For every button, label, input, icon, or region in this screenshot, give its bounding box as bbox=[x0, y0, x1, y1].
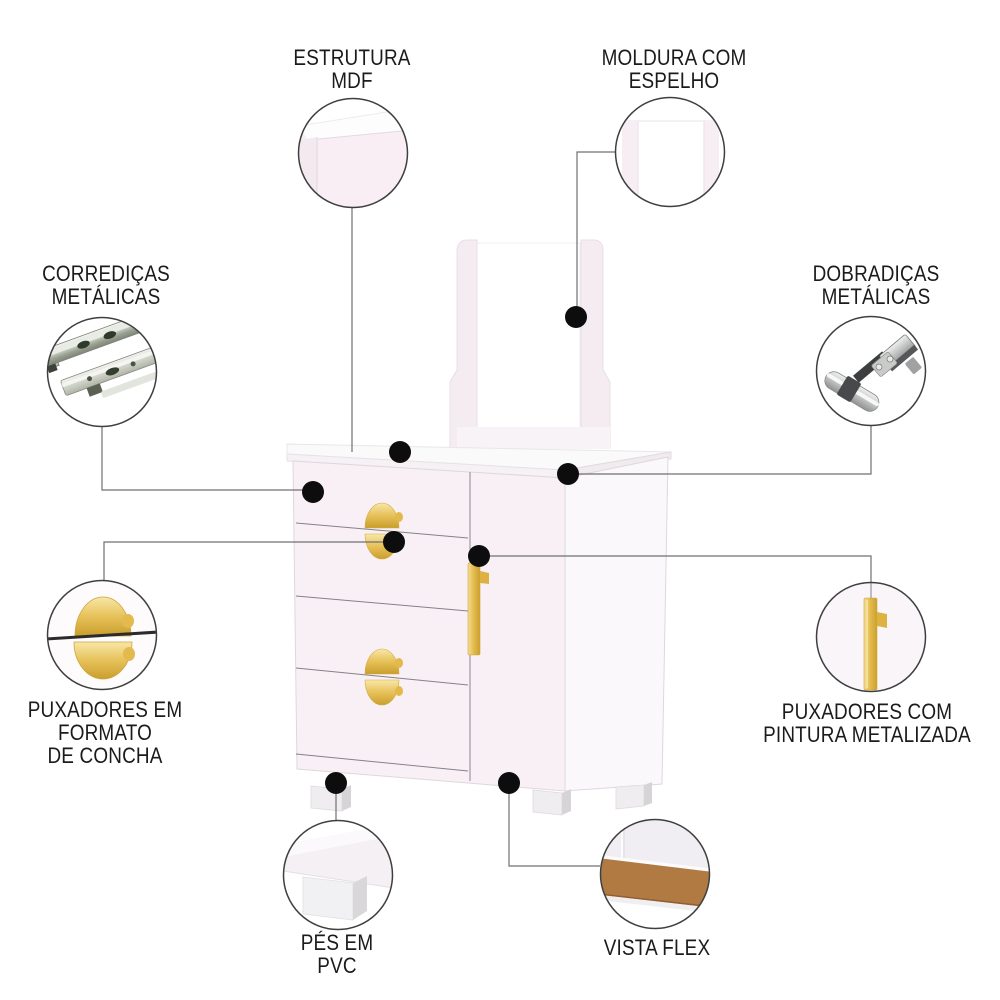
dot-concha bbox=[383, 531, 405, 553]
label-line: PVC bbox=[317, 953, 357, 978]
label-corredicas-metalicas: CORREDIÇAS METÁLICAS bbox=[42, 262, 170, 308]
label-line: PÉS EM bbox=[300, 930, 374, 955]
label-line: PUXADORES COM bbox=[781, 699, 953, 724]
detail-circle-pes bbox=[282, 819, 394, 931]
dot-corredicas bbox=[302, 481, 324, 503]
detail-circle-concha bbox=[46, 579, 158, 691]
label-line: METÁLICAS bbox=[821, 284, 931, 309]
mirror-frame bbox=[449, 239, 611, 449]
label-line: DOBRADIÇAS bbox=[812, 261, 940, 286]
dot-dobradicas bbox=[557, 463, 579, 485]
connector-concha bbox=[103, 541, 394, 580]
label-line: PUXADORES EM bbox=[27, 697, 183, 722]
label-line: DE CONCHA bbox=[47, 743, 163, 768]
connector-corredicas bbox=[101, 427, 313, 491]
label-line: MOLDURA COM bbox=[601, 45, 747, 70]
dot-vista bbox=[498, 772, 520, 794]
label-pes-pvc: PÉS EM PVC bbox=[301, 931, 374, 977]
detail-circle-metalizada bbox=[815, 581, 927, 693]
dot-metalizada bbox=[468, 545, 490, 567]
connector-lines bbox=[101, 151, 872, 867]
label-line: PINTURA METALIZADA bbox=[763, 722, 971, 747]
detail-circle-moldura bbox=[614, 96, 726, 208]
dot-pes bbox=[325, 772, 347, 794]
label-line: METÁLICAS bbox=[51, 284, 161, 309]
detail-circle-estrutura bbox=[297, 97, 409, 209]
dot-moldura bbox=[565, 306, 587, 328]
detail-circle-vista bbox=[599, 818, 711, 930]
label-vista-flex: VISTA FLEX bbox=[604, 936, 711, 959]
top-panel bbox=[286, 443, 672, 479]
label-moldura-espelho: MOLDURA COM ESPELHO bbox=[602, 46, 747, 92]
cabinet-body bbox=[292, 456, 669, 792]
label-line: MDF bbox=[331, 68, 373, 93]
connector-vista bbox=[508, 783, 600, 867]
label-puxadores-concha: PUXADORES EM FORMATO DE CONCHA bbox=[28, 698, 183, 767]
detail-circle-corredicas bbox=[46, 316, 158, 428]
connector-metalizada bbox=[479, 555, 872, 584]
connector-dobradicas bbox=[568, 426, 872, 475]
connector-moldura bbox=[576, 151, 616, 317]
callout-dots bbox=[302, 306, 587, 794]
label-line: ESPELHO bbox=[628, 68, 720, 93]
label-line: CORREDIÇAS bbox=[42, 261, 170, 286]
label-dobradicas-metalicas: DOBRADIÇAS METÁLICAS bbox=[813, 262, 940, 308]
dot-estrutura bbox=[389, 441, 411, 463]
label-estrutura-mdf: ESTRUTURA MDF bbox=[293, 46, 410, 92]
label-line: ESTRUTURA bbox=[293, 45, 411, 70]
dresser-illustration bbox=[286, 239, 672, 816]
detail-circle-dobradicas bbox=[815, 315, 927, 427]
label-puxadores-metalizada: PUXADORES COM PINTURA METALIZADA bbox=[763, 700, 971, 746]
label-line: FORMATO bbox=[57, 720, 153, 745]
label-line: VISTA FLEX bbox=[603, 935, 711, 960]
